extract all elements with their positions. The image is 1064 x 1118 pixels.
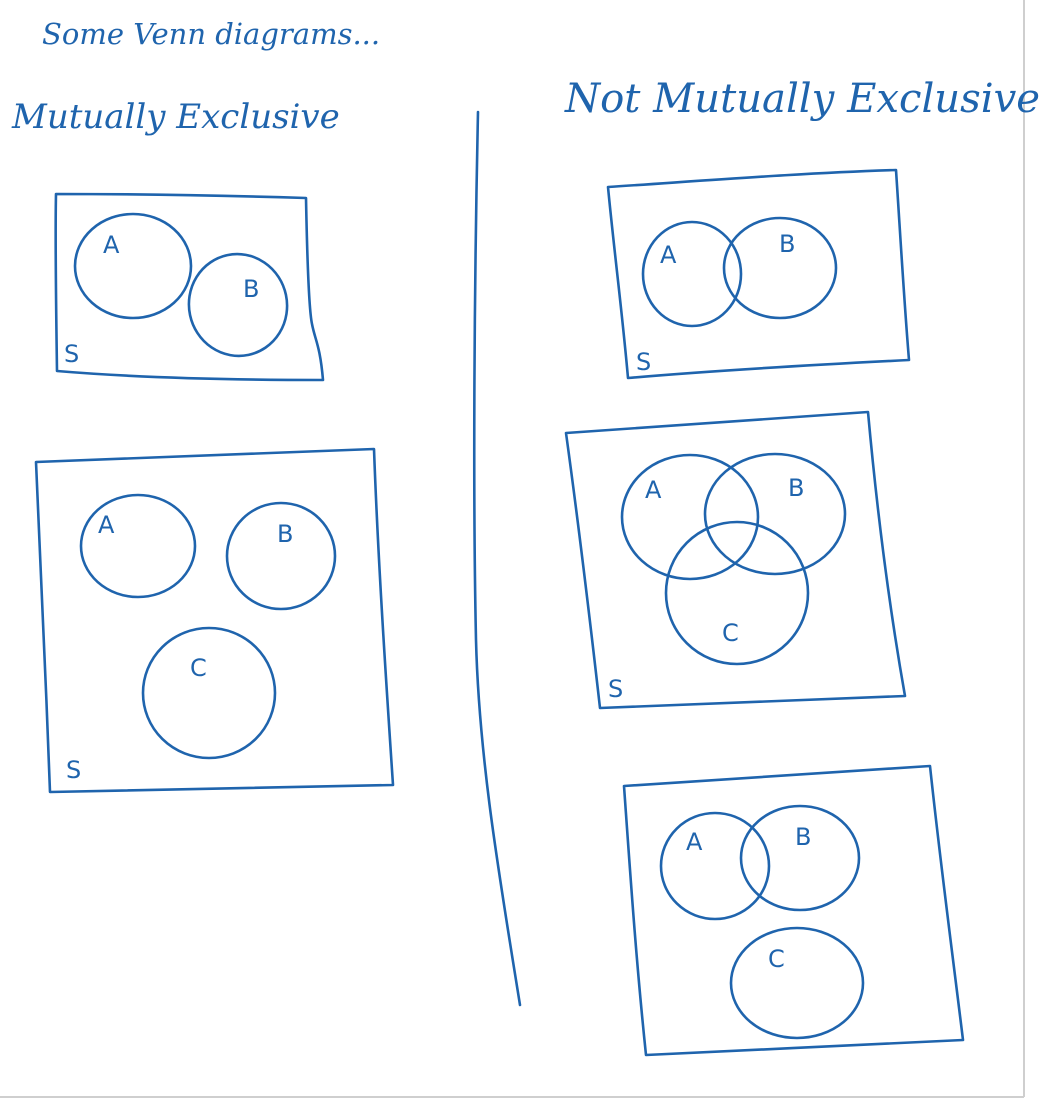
circle-b <box>225 501 337 611</box>
label-a: A <box>686 828 703 856</box>
circle-a <box>79 493 197 599</box>
circle-b <box>187 252 289 358</box>
universe-rectangle <box>606 168 911 380</box>
circle-a <box>620 453 760 581</box>
universe-rectangle <box>622 764 965 1057</box>
label-b: B <box>788 474 804 502</box>
universe-rectangle <box>34 447 395 794</box>
label-b: B <box>277 520 293 548</box>
label-b: B <box>795 823 811 851</box>
label-b: B <box>243 275 259 303</box>
circle-b <box>722 216 838 320</box>
label-a: A <box>645 476 662 504</box>
left-diagram-1: A B S <box>54 192 325 382</box>
left-diagram-2: A B C S <box>34 447 395 794</box>
circle-a <box>641 220 743 328</box>
circle-c <box>664 520 810 666</box>
left-column-title: Mutually Exclusive <box>11 97 340 137</box>
circle-b <box>739 804 861 912</box>
page-heading: Some Venn diagrams... <box>42 17 380 51</box>
right-column-title: Not Mutually Exclusive <box>564 76 1040 122</box>
label-c: C <box>722 619 739 647</box>
universe-rectangle <box>564 410 907 710</box>
label-a: A <box>660 241 677 269</box>
universe-rectangle <box>54 192 325 382</box>
label-s: S <box>64 340 79 368</box>
right-diagram-3: A B C <box>622 764 965 1057</box>
right-diagram-2: A B C S <box>564 410 907 710</box>
column-divider <box>472 110 522 1007</box>
circle-a <box>73 212 193 320</box>
label-a: A <box>103 231 120 259</box>
label-c: C <box>768 945 785 973</box>
right-diagram-1: A B S <box>606 168 911 380</box>
label-a: A <box>98 511 115 539</box>
circle-c <box>141 626 277 760</box>
circle-a <box>659 811 771 921</box>
label-s: S <box>636 348 651 376</box>
label-s: S <box>608 675 623 703</box>
circle-c <box>729 926 865 1040</box>
circle-b <box>703 452 847 576</box>
label-b: B <box>779 230 795 258</box>
label-c: C <box>190 654 207 682</box>
label-s: S <box>66 756 81 784</box>
